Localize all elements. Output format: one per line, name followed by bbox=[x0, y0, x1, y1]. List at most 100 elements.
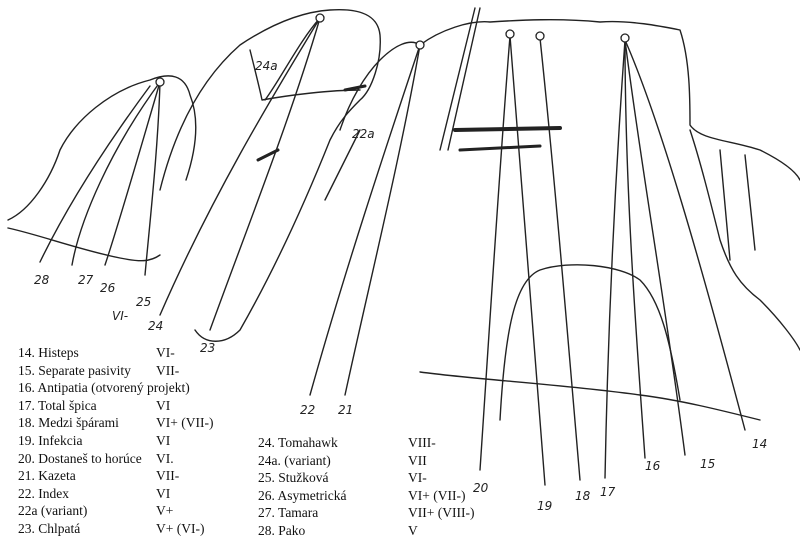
route-line-22 bbox=[309, 44, 421, 396]
rock-base-line bbox=[7, 227, 161, 262]
route-name: 24a. (variant) bbox=[258, 452, 408, 470]
route-grade: VI bbox=[156, 485, 171, 501]
topo-label-16: 16 bbox=[645, 459, 661, 473]
route-title: Index bbox=[38, 485, 69, 501]
route-grade: VI- bbox=[156, 345, 175, 360]
route-grade: VI- bbox=[408, 470, 427, 486]
route-line-27 bbox=[71, 81, 161, 266]
route-number: 27. bbox=[258, 505, 275, 521]
route-number: 22a bbox=[18, 503, 38, 519]
route-name: 22. Index bbox=[18, 485, 156, 503]
route-title: Infekcia bbox=[38, 432, 83, 448]
rock-outline-tower bbox=[159, 8, 381, 342]
route-title: (variant) bbox=[284, 452, 331, 468]
route-line-25 bbox=[144, 81, 161, 276]
rock-outline-right-edge bbox=[689, 129, 800, 351]
route-title: Antipatia (otvorený projekt) bbox=[37, 380, 190, 396]
roof-hatch-1 bbox=[453, 126, 562, 132]
route-name: 15. Separate pasivity bbox=[18, 362, 156, 380]
route-line-17 bbox=[604, 39, 626, 479]
route-name: 17. Total špica bbox=[18, 397, 156, 415]
route-title: Kazeta bbox=[38, 468, 76, 484]
route-line-20 bbox=[479, 35, 511, 471]
route-line-16 bbox=[624, 39, 646, 459]
topo-label-22a: 22a bbox=[352, 127, 375, 141]
anchor-main-4 bbox=[620, 33, 630, 43]
route-line-15 bbox=[624, 39, 686, 456]
pillar-line-a bbox=[439, 7, 476, 151]
topo-label-22: 22 bbox=[300, 403, 315, 417]
topo-label-14: 14 bbox=[752, 437, 767, 451]
topo-label-24a: 24a bbox=[255, 59, 278, 73]
route-name: 25. Stužková bbox=[258, 469, 408, 487]
topo-label-19: 19 bbox=[537, 499, 552, 513]
route-entry: 22a (variant)V+ bbox=[18, 502, 213, 520]
rock-outline-main-wall bbox=[339, 19, 800, 181]
route-grade: VI+ (VII-) bbox=[156, 415, 214, 431]
anchor-left bbox=[155, 77, 165, 87]
roof-hatch-3 bbox=[343, 84, 367, 92]
ground-scrub bbox=[419, 371, 761, 421]
route-number: 20. bbox=[18, 450, 35, 466]
route-title: Pako bbox=[278, 522, 306, 538]
crack-right-1 bbox=[719, 149, 731, 261]
route-name: 16. Antipatia (otvorený projekt) bbox=[18, 379, 190, 397]
route-line-19 bbox=[509, 35, 546, 486]
route-line-14 bbox=[624, 39, 746, 431]
route-number: 18. bbox=[18, 415, 35, 431]
route-title: Chlpatá bbox=[38, 520, 81, 536]
topo-label-23: 23 bbox=[200, 341, 215, 355]
route-name: 14. Histeps bbox=[18, 344, 156, 362]
route-grade: VII- bbox=[156, 468, 180, 484]
route-line-21 bbox=[344, 44, 421, 396]
topo-label-18: 18 bbox=[575, 489, 591, 503]
route-title: Separate pasivity bbox=[38, 362, 131, 378]
topo-label-21: 21 bbox=[338, 403, 353, 417]
rock-outline-tower-inner bbox=[249, 49, 361, 101]
route-entry: 21. Kazeta VII- bbox=[18, 467, 213, 485]
route-grade: VI. bbox=[156, 450, 174, 466]
route-line-23 bbox=[209, 17, 321, 331]
route-name: 28. Pako bbox=[258, 522, 408, 540]
route-grade: V+ bbox=[156, 503, 174, 519]
topo-label-25: 25 bbox=[136, 295, 151, 309]
anchor-main-1 bbox=[415, 40, 425, 50]
route-grade: V bbox=[408, 522, 418, 538]
topo-label-26: 26 bbox=[100, 281, 116, 295]
route-number: 14. bbox=[18, 345, 35, 360]
route-grade: VI bbox=[156, 397, 171, 413]
route-name: 19. Infekcia bbox=[18, 432, 156, 450]
route-number: 24a. bbox=[258, 452, 281, 468]
anchor-main-2 bbox=[505, 29, 515, 39]
route-entry: 16. Antipatia (otvorený projekt) bbox=[18, 379, 213, 397]
rock-arch bbox=[499, 264, 681, 421]
route-title: Histeps bbox=[38, 345, 79, 360]
route-name: 26. Asymetrická bbox=[258, 487, 408, 505]
route-number: 21. bbox=[18, 468, 35, 484]
route-number: 28. bbox=[258, 522, 275, 538]
route-number: 23. bbox=[18, 520, 35, 536]
topo-label-25-grade: VI- bbox=[112, 309, 128, 323]
route-title: Tamara bbox=[278, 505, 319, 521]
route-number: 15. bbox=[18, 362, 35, 378]
route-line-22a bbox=[324, 129, 361, 201]
route-name: 23. Chlpatá bbox=[18, 520, 156, 538]
route-grade: VII- bbox=[156, 362, 180, 378]
route-number: 17. bbox=[18, 397, 35, 413]
route-name: 27. Tamara bbox=[258, 504, 408, 522]
route-name: 18. Medzi špárami bbox=[18, 414, 156, 432]
route-title: Tomahawk bbox=[278, 435, 338, 450]
route-title: Total špica bbox=[38, 397, 97, 413]
rock-outline-left bbox=[7, 75, 197, 221]
